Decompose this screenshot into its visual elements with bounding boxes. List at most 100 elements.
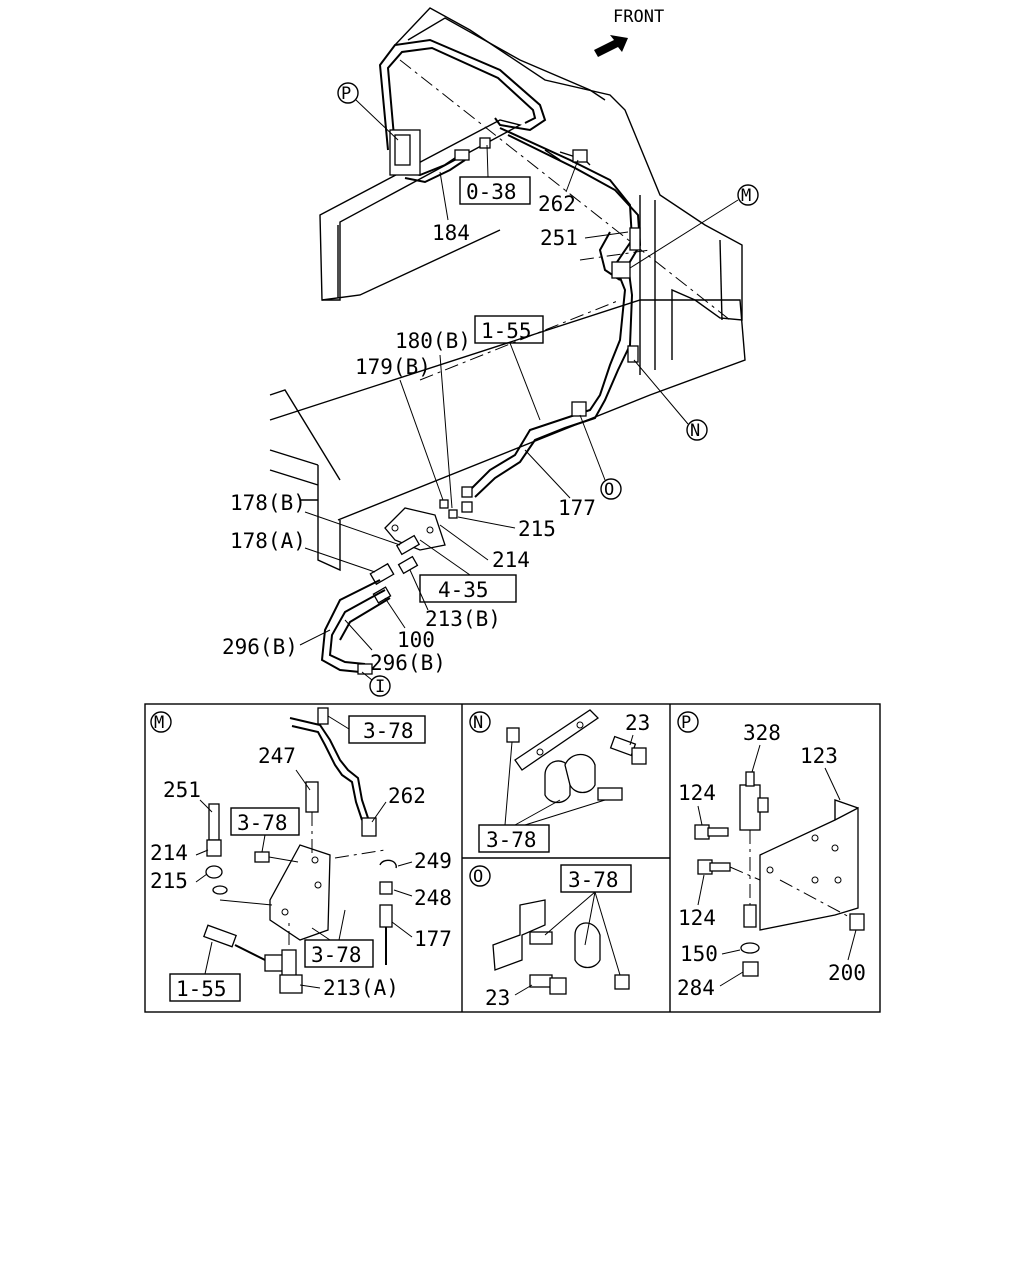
detail-o: O 3-78 23 xyxy=(469,864,632,1010)
detail-marker-i xyxy=(369,675,391,697)
callout-215: 215 xyxy=(518,517,556,541)
nut-o xyxy=(614,974,630,990)
brake-valve xyxy=(394,134,411,166)
mounting-bracket xyxy=(384,507,446,551)
callout-178a: 178(A) xyxy=(230,529,306,553)
connector-213b xyxy=(397,555,419,575)
callout-214: 214 xyxy=(492,548,530,572)
pipe-clamp-o xyxy=(574,922,601,969)
detail-m-callout-248: 248 xyxy=(414,886,452,910)
hose-fitting-251 xyxy=(629,227,641,251)
detail-p: P 328 123 124 124 15 xyxy=(677,711,866,1000)
pipe-177-fitting xyxy=(379,904,393,928)
ref-0-38: 0-38 xyxy=(466,180,517,204)
bolt-head-23-n xyxy=(631,747,647,765)
detail-m-ref-left: 3-78 xyxy=(237,811,288,835)
detail-p-marker xyxy=(677,711,699,733)
detail-p-callout-284: 284 xyxy=(677,976,715,1000)
pipe-nut-262 xyxy=(572,149,588,163)
ref-4-35: 4-35 xyxy=(438,578,489,602)
connector-100 xyxy=(372,586,392,604)
pipe-clip-m xyxy=(317,707,329,725)
detail-o-ref-box xyxy=(560,864,632,893)
detail-o-marker-label: O xyxy=(473,867,483,887)
nut-200 xyxy=(849,913,865,931)
bolt-left xyxy=(254,851,270,863)
callout-177: 177 xyxy=(558,496,596,520)
fitting-179b xyxy=(439,499,449,509)
pipe-clip-n xyxy=(627,345,639,363)
callout-296b-left: 296(B) xyxy=(222,635,298,659)
detail-marker-o-label: O xyxy=(604,480,614,500)
detail-m-callout-215: 215 xyxy=(150,869,188,893)
center-lines xyxy=(399,59,731,381)
detail-m-callout-177: 177 xyxy=(414,927,452,951)
mount-bracket-o xyxy=(492,899,546,971)
bolt-lower-n xyxy=(597,787,623,801)
detail-m: M 3 xyxy=(150,707,452,1002)
ref-1-55: 1-55 xyxy=(481,319,532,343)
detail-marker-n xyxy=(686,419,708,441)
flare-nut-2 xyxy=(461,501,473,513)
detail-m-ref-155: 1-55 xyxy=(176,977,227,1001)
detail-m-callout-213a: 213(A) xyxy=(323,976,399,1000)
detail-o-callout-23: 23 xyxy=(485,986,510,1010)
bolt-head-23-o xyxy=(549,977,567,995)
detail-m-ref-top: 3-78 xyxy=(363,719,414,743)
detail-n: N 23 3-78 xyxy=(469,709,650,853)
detail-o-marker xyxy=(469,865,491,887)
front-label: FRONT xyxy=(613,7,664,27)
detail-p-callout-124-top: 124 xyxy=(678,781,716,805)
nut-284 xyxy=(742,961,759,977)
bolt-124-upper-head xyxy=(694,824,710,840)
detail-m-callout-251: 251 xyxy=(163,778,201,802)
nut-215 xyxy=(205,865,223,879)
hose-178b xyxy=(395,534,421,556)
detail-panels-frame xyxy=(144,703,881,1013)
callout-262: 262 xyxy=(538,192,576,216)
detail-n-marker xyxy=(469,711,491,733)
callout-180b: 180(B) xyxy=(395,329,471,353)
brake-pipe-runs xyxy=(378,38,642,498)
callout-213b: 213(B) xyxy=(425,607,501,631)
detail-m-callout-262: 262 xyxy=(388,784,426,808)
detail-m-ref-bottom: 3-78 xyxy=(311,943,362,967)
detail-m-bracket xyxy=(269,844,331,941)
callout-296b-bottom: 296(B) xyxy=(370,651,446,675)
pipe-1-55 xyxy=(203,924,237,948)
detail-marker-m-label: M xyxy=(741,186,751,206)
bolt-124-upper xyxy=(707,827,729,837)
front-arrow-icon xyxy=(594,35,628,57)
front-indicator: FRONT xyxy=(594,7,664,57)
detail-p-callout-124-bottom: 124 xyxy=(678,906,716,930)
detail-m-callout-214: 214 xyxy=(150,841,188,865)
detail-m-ref-top-box xyxy=(348,715,426,744)
detail-marker-p xyxy=(337,82,359,104)
stud xyxy=(743,904,757,928)
detail-n-ref-box xyxy=(478,824,550,853)
washer-215 xyxy=(212,885,228,895)
detail-marker-p-label: P xyxy=(341,84,351,104)
bleeder-fitting xyxy=(479,137,491,149)
detail-p-callout-150: 150 xyxy=(680,942,718,966)
washer-150 xyxy=(740,942,760,954)
ref-box-1-55 xyxy=(474,315,544,344)
hose-251 xyxy=(208,803,220,841)
flare-nut-262 xyxy=(361,817,377,837)
detail-p-marker-label: P xyxy=(681,713,691,733)
detail-p-callout-123: 123 xyxy=(800,744,838,768)
detail-m-callout-249: 249 xyxy=(414,849,452,873)
clip-249 xyxy=(379,859,397,869)
bolt-124-lower xyxy=(709,862,731,872)
callout-251: 251 xyxy=(540,226,578,250)
callout-100: 100 xyxy=(397,628,435,652)
detail-m-marker-label: M xyxy=(154,713,164,733)
callout-184: 184 xyxy=(432,221,470,245)
detail-p-callout-328: 328 xyxy=(743,721,781,745)
detail-n-ref: 3-78 xyxy=(486,828,537,852)
detail-n-callout-23: 23 xyxy=(625,711,650,735)
bracket-123 xyxy=(759,806,859,931)
callout-178b: 178(B) xyxy=(230,491,306,515)
valve-328 xyxy=(739,784,761,831)
ref-box-4-35 xyxy=(419,574,517,603)
